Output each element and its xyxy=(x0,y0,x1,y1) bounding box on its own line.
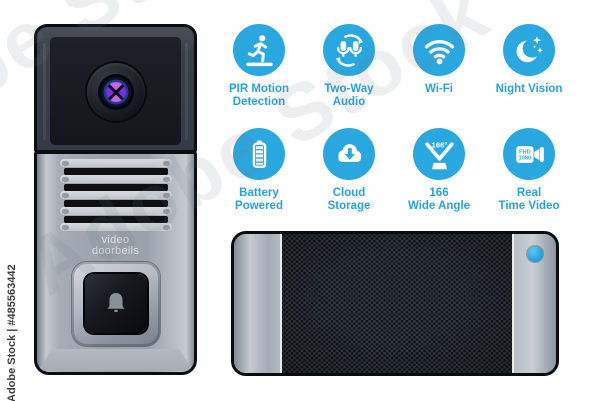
feature-real-time-video: FHD 1080 Real Time Video xyxy=(484,128,574,232)
feature-night-vision: Night Vision xyxy=(484,24,574,128)
feature-two-way-audio: Two-Way Audio xyxy=(304,24,394,128)
feature-battery-powered: Battery Powered xyxy=(214,128,304,232)
video-doorbell-front-view: video doorbells xyxy=(34,24,197,375)
wifi-icon xyxy=(413,24,465,76)
grille-slot xyxy=(63,167,168,175)
grille-bar xyxy=(59,175,172,183)
camera-lens-core xyxy=(105,82,126,102)
night-vision-icon xyxy=(503,24,555,76)
chime-blue-button xyxy=(527,246,543,262)
cloud-storage-icon xyxy=(323,128,375,180)
pir-motion-icon xyxy=(233,24,285,76)
feature-wifi: Wi-Fi xyxy=(394,24,484,128)
feature-label: Wi-Fi xyxy=(425,83,453,95)
speaker-grille xyxy=(59,159,172,231)
stock-credit-watermark: Adobe Stock | #485563442 xyxy=(6,264,18,401)
feature-pir-motion: PIR Motion Detection xyxy=(214,24,304,128)
real-time-video-icon: FHD 1080 xyxy=(503,128,555,180)
brand-label: video doorbells xyxy=(37,235,194,257)
feature-label: Battery Powered xyxy=(235,187,283,212)
feature-label: Cloud Storage xyxy=(327,187,371,212)
bell-icon xyxy=(106,292,125,312)
grille-bar xyxy=(59,159,172,167)
brand-line-1: video xyxy=(101,234,130,246)
feature-label: Real Time Video xyxy=(498,187,560,212)
doorbell-bell-button xyxy=(84,274,147,333)
feature-grid: PIR Motion Detection xyxy=(214,24,574,232)
bottom-bevel xyxy=(38,349,193,371)
chime-speaker-mesh xyxy=(282,234,512,373)
feature-wide-angle: 166° 166 Wide Angle xyxy=(394,128,484,232)
fhd-badge-line2: 1080 xyxy=(518,155,531,161)
fhd-badge-line1: FHD xyxy=(519,149,531,155)
grille-bar xyxy=(59,207,172,215)
grille-slot xyxy=(63,199,168,207)
grille-slot xyxy=(63,215,168,223)
grille-slot xyxy=(63,183,168,191)
feature-cloud-storage: Cloud Storage xyxy=(304,128,394,232)
brand-line-2: doorbells xyxy=(91,245,140,257)
camera-module xyxy=(34,24,197,153)
battery-icon xyxy=(233,128,285,180)
chime-left-panel xyxy=(234,234,282,373)
feature-label: 166 Wide Angle xyxy=(407,187,471,212)
wide-angle-icon: 166° xyxy=(413,128,465,180)
feature-label: PIR Motion Detection xyxy=(228,83,290,108)
grille-bar xyxy=(59,191,172,199)
camera-lens-icon xyxy=(86,63,145,121)
doorbell-body: video doorbells xyxy=(34,151,197,375)
doorbell-button-bezel xyxy=(71,262,160,346)
camera-lens-ring xyxy=(100,77,131,107)
angle-value-label: 166° xyxy=(431,140,447,149)
grille-bar xyxy=(59,223,172,231)
doorbell-chime-side-view xyxy=(231,231,559,376)
feature-label: Two-Way Audio xyxy=(324,83,374,108)
feature-label: Night Vision xyxy=(495,83,563,95)
two-way-audio-icon xyxy=(323,24,375,76)
